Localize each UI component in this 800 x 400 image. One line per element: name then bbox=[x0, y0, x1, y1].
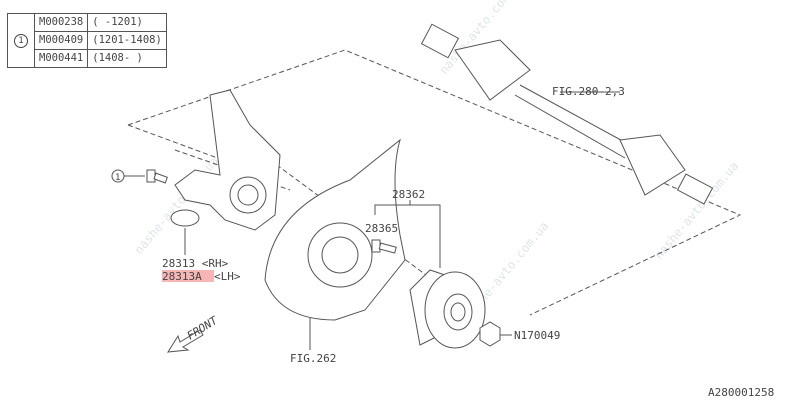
hub-bracket bbox=[374, 204, 441, 268]
diagram-id: A280001258 bbox=[708, 386, 774, 399]
ref-cell: 1 bbox=[7, 13, 35, 68]
nut-label: N170049 bbox=[514, 329, 560, 342]
watermark: nashe-avto.com.ua bbox=[132, 154, 222, 257]
hub-bolt-label: 28365 bbox=[365, 222, 398, 235]
hub-bolt bbox=[371, 239, 397, 254]
assembly-frame bbox=[127, 49, 742, 316]
part-code: M000238 bbox=[33, 13, 89, 32]
knuckle-lh-part-label: 28313A bbox=[162, 270, 202, 283]
highlight bbox=[162, 270, 214, 282]
date-range: ( -1201) bbox=[87, 13, 167, 32]
knuckle-lh-side-label: <LH> bbox=[214, 270, 241, 283]
steering-knuckle bbox=[170, 89, 281, 255]
date-range: (1201-1408) bbox=[87, 31, 167, 50]
front-arrow-icon bbox=[167, 329, 204, 353]
part-code: M000441 bbox=[33, 49, 89, 68]
knuckle-rh-label: 28313 <RH> bbox=[162, 257, 229, 270]
drive-axle bbox=[420, 23, 714, 205]
ref-number: 1 bbox=[14, 34, 28, 48]
dust-cover bbox=[264, 138, 406, 350]
axle-label: FIG.280-2,3 bbox=[552, 85, 625, 98]
knuckle-bolt bbox=[146, 169, 168, 184]
dust-cover-label: FIG.262 bbox=[290, 352, 336, 365]
applicability-table: 1 M000238 ( -1201) M000409 (1201-1408) M… bbox=[7, 13, 167, 68]
bolt-ref: 1 bbox=[115, 173, 120, 183]
date-range: (1408- ) bbox=[87, 49, 167, 68]
front-label: FRONT bbox=[185, 313, 221, 342]
hub-nut bbox=[479, 321, 501, 347]
hub-unit-label: 28362 bbox=[392, 188, 425, 201]
hub-unit bbox=[409, 269, 486, 349]
